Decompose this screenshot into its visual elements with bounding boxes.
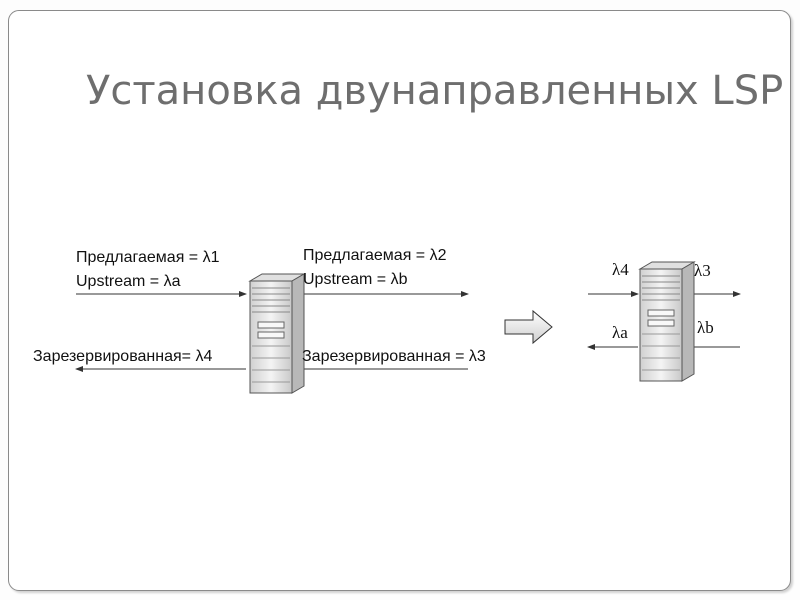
- block-arrow-right-icon: [504, 309, 553, 345]
- label-right-bottom-left: λa: [612, 323, 628, 342]
- server-tower-icon: [638, 261, 696, 382]
- server-tower-icon: [248, 273, 306, 394]
- label-reserved-left: Зарезервированная= λ4: [33, 348, 212, 365]
- label-offered-in: Предлагаемая = λ1: [76, 249, 220, 266]
- slide-title: Установка двунаправленных LSP: [86, 68, 784, 114]
- label-offered-out: Предлагаемая = λ2: [303, 247, 447, 264]
- label-upstream-in: Upstream = λa: [76, 273, 181, 290]
- label-right-top-left: λ4: [612, 260, 629, 279]
- label-reserved-right: Зарезервированная = λ3: [302, 348, 486, 365]
- label-upstream-out: Upstream = λb: [303, 271, 408, 288]
- label-right-top-right: λ3: [694, 261, 711, 280]
- label-right-bottom-right: λb: [697, 318, 714, 337]
